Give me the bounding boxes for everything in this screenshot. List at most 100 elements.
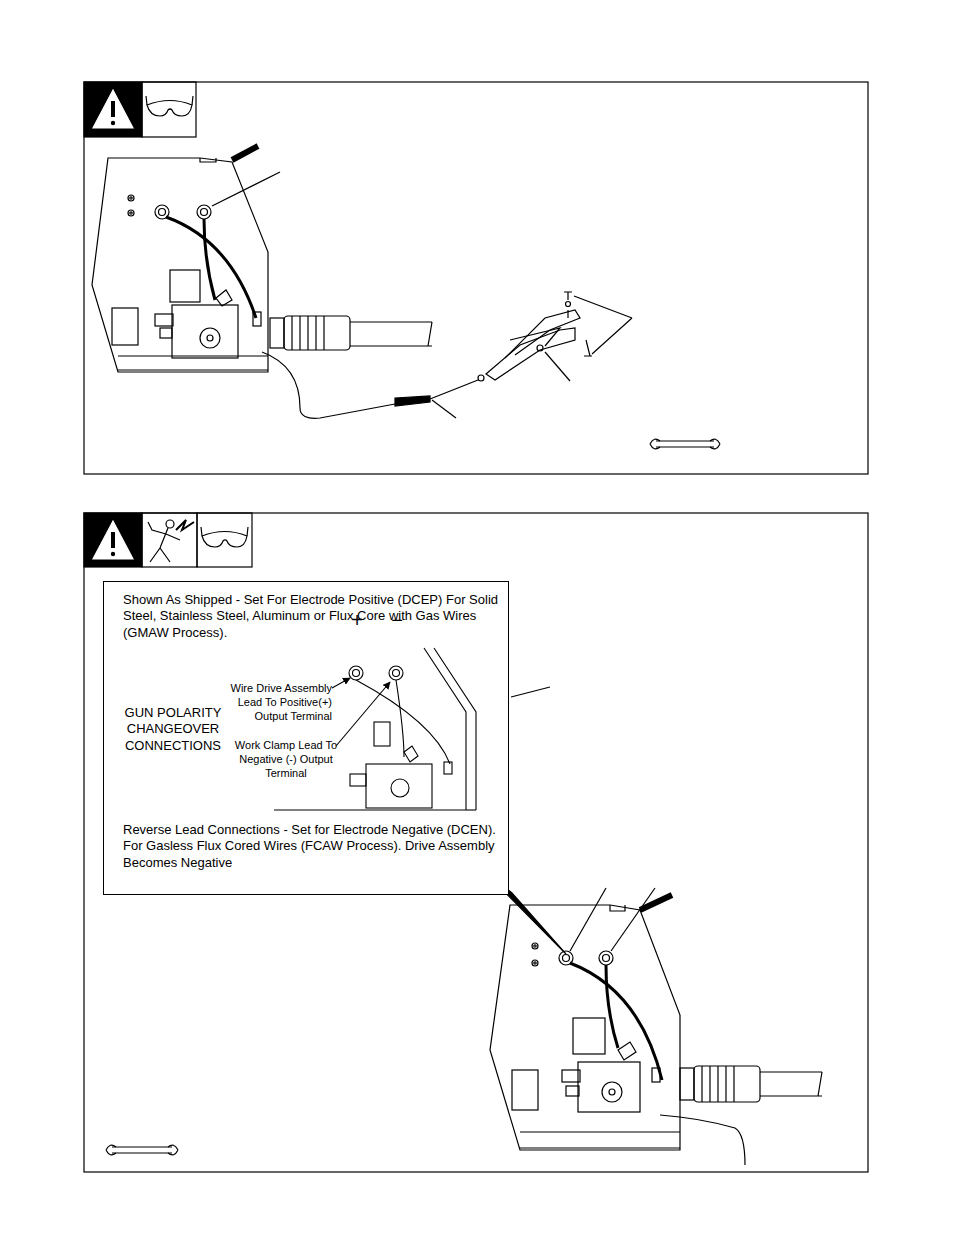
illustration-rect (566, 1086, 579, 1096)
illustration-circle (534, 945, 536, 947)
illustration-path (490, 905, 680, 1150)
illustration-circle (602, 1082, 622, 1102)
illustration-rect (112, 308, 138, 345)
inset-line (396, 680, 404, 757)
illustration-circle (128, 210, 134, 216)
illustration-path (148, 522, 180, 562)
illustration-rect (172, 305, 238, 358)
illustration-path (584, 340, 592, 356)
illustration-path (570, 888, 606, 951)
illustration-circle (207, 335, 213, 341)
illustration-rect (170, 270, 200, 302)
illustration-rect (155, 314, 173, 326)
illustration-circle (130, 212, 132, 214)
callout-arrow (332, 678, 350, 688)
callout-label: Wire Drive Assembly Lead To Positive(+) … (214, 682, 332, 723)
illustration-path (93, 90, 133, 128)
illustration-circle (599, 951, 613, 965)
drive-assembly (366, 764, 432, 808)
illustration-rect (512, 1070, 538, 1110)
illustration-path (147, 101, 192, 117)
illustration-path (760, 1072, 822, 1096)
illustration-path (92, 158, 268, 372)
illustration-circle (478, 375, 484, 381)
illustration-rect (84, 513, 142, 567)
illustration-circle (201, 209, 208, 216)
illustration-path (660, 1115, 745, 1165)
illustration-path (176, 520, 194, 530)
illustration-path (216, 290, 232, 306)
inset-line (424, 648, 466, 810)
illustration-rect (84, 513, 868, 1172)
illustration-path (606, 965, 618, 1048)
illustration-circle (566, 302, 571, 307)
inset-part (374, 722, 390, 746)
illustration-circle (128, 195, 134, 201)
illustration-path (204, 219, 215, 300)
illustration-path (650, 439, 720, 449)
illustration-rect (562, 1070, 580, 1082)
illustration-path (611, 888, 655, 951)
illustration-path (505, 310, 580, 358)
illustration-path (545, 352, 570, 381)
illustration-rect (142, 82, 196, 137)
illustration-circle (197, 205, 211, 219)
illustration-path (395, 396, 430, 406)
illustration-path (166, 217, 256, 318)
illustration-path (702, 1066, 734, 1102)
inset-line (466, 809, 476, 810)
illustration-path (574, 296, 632, 354)
illustration-path (432, 400, 456, 418)
inset-part (404, 746, 418, 762)
illustration-path (200, 158, 216, 162)
illustration-path (520, 1132, 680, 1148)
illustration-path (618, 1042, 636, 1060)
heading-label: GUN POLARITY CHANGEOVER CONNECTIONS (114, 705, 232, 754)
illustration-rect (578, 1062, 640, 1112)
illustration-rect (253, 312, 261, 326)
illustration-rect (652, 1068, 660, 1082)
inset-line (434, 648, 476, 810)
illustration-circle (603, 955, 610, 962)
illustration-circle (166, 520, 174, 528)
illustration-path (564, 292, 572, 318)
illustration-rect (573, 1018, 605, 1054)
illustration-path (486, 328, 575, 380)
illustration-rect (84, 82, 868, 474)
illustration-path (106, 1145, 178, 1155)
output-terminal (389, 666, 403, 680)
illustration-path (511, 687, 550, 697)
inset-part (350, 774, 366, 786)
output-terminal (393, 670, 400, 677)
illustration-path (232, 146, 258, 160)
illustration-path (146, 96, 193, 105)
illustration-circle (609, 1089, 615, 1095)
illustration-path (430, 380, 478, 399)
illustration-rect (694, 1066, 760, 1102)
illustration-rect (84, 82, 142, 137)
illustration-circle (532, 943, 538, 949)
output-terminal (353, 670, 360, 677)
illustration-path (350, 322, 432, 346)
inset-part (444, 762, 452, 774)
inset-drawing (274, 648, 476, 810)
illustration-circle (200, 328, 220, 348)
illustration-circle (537, 345, 543, 351)
illustration-path (112, 1147, 172, 1153)
illustration-rect (197, 513, 252, 567)
illustration-path (510, 328, 560, 346)
inset-line (356, 680, 450, 764)
illustration-rect (680, 1068, 694, 1100)
illustration-path (93, 521, 133, 559)
illustration-circle (563, 955, 570, 962)
drive-roll (391, 779, 409, 797)
output-terminal (349, 666, 363, 680)
illustration-circle (534, 962, 536, 964)
illustration-circle (130, 197, 132, 199)
illustration-path (202, 532, 247, 548)
illustration-path (201, 527, 248, 536)
illustration-path (656, 441, 714, 447)
callout-arrow (336, 682, 390, 746)
illustration-g (84, 82, 868, 1172)
